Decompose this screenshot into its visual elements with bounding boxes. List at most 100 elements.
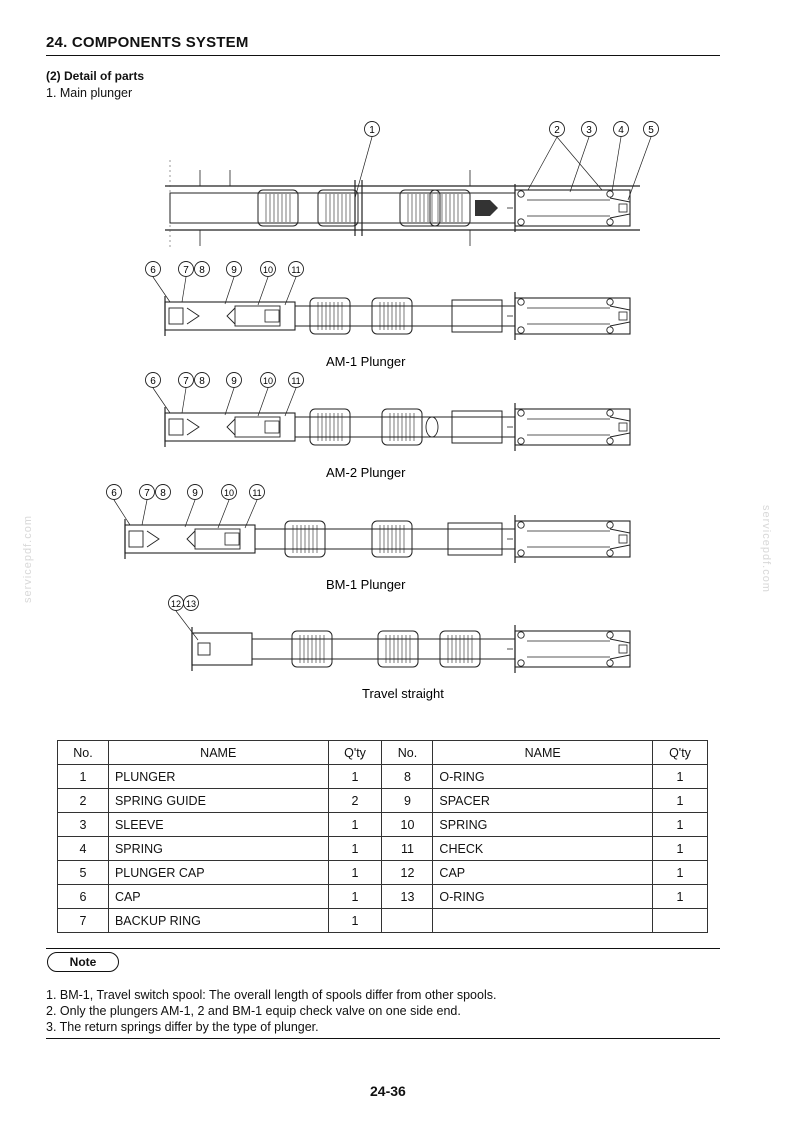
cell-name: CAP <box>107 884 329 909</box>
callout-12: 12 <box>171 599 181 609</box>
cell-name: SLEEVE <box>107 812 329 837</box>
caption-bm1: BM-1 Plunger <box>326 577 406 592</box>
callouts-travel: 12 13 <box>168 595 199 641</box>
callout-3: 3 <box>586 125 592 136</box>
callout-11: 11 <box>291 376 300 386</box>
cell-no: 9 <box>381 788 434 813</box>
note-line-2: 2. Only the plungers AM-1, 2 and BM-1 eq… <box>46 1004 461 1018</box>
cell-name: O-RING <box>432 884 653 909</box>
page-number: 24-36 <box>370 1083 406 1099</box>
callouts-am2: 6 7 8 9 10 11 <box>145 372 304 417</box>
cell-qty: 1 <box>327 860 383 885</box>
callout-9: 9 <box>231 376 237 387</box>
cell-qty: 1 <box>652 812 708 837</box>
parts-table: No. NAME Q'ty No. NAME Q'ty 1 PLUNGER 1 … <box>57 740 708 933</box>
cell-qty: 1 <box>327 884 383 909</box>
table-row: 6 CAP 1 13 O-RING 1 <box>57 884 708 909</box>
cell-name: BACKUP RING <box>107 908 329 933</box>
cell-name: SPACER <box>432 788 653 813</box>
cell-qty: 1 <box>652 884 708 909</box>
subsection-heading: (2) Detail of parts <box>46 69 145 83</box>
cell-no: 10 <box>381 812 434 837</box>
cell-qty: 1 <box>327 908 383 933</box>
callout-10: 10 <box>263 265 273 275</box>
cell-no: 12 <box>381 860 434 885</box>
cell-no: 11 <box>381 836 434 861</box>
table-row: 3 SLEEVE 1 10 SPRING 1 <box>57 812 708 837</box>
caption-travel-straight: Travel straight <box>362 686 444 701</box>
callout-1: 1 <box>369 125 375 136</box>
callout-8: 8 <box>199 265 205 276</box>
caption-am2: AM-2 Plunger <box>326 465 406 480</box>
note-line-3: 3. The return springs differ by the type… <box>46 1020 319 1034</box>
note-badge: Note <box>47 952 119 972</box>
assembly-section-view <box>165 160 640 250</box>
caption-am1: AM-1 Plunger <box>326 354 406 369</box>
cell-qty: 1 <box>652 788 708 813</box>
callouts-bm1: 6 7 8 9 10 11 <box>106 484 265 529</box>
callout-7: 7 <box>183 265 189 276</box>
callout-5: 5 <box>648 125 654 136</box>
note-line-1: 1. BM-1, Travel switch spool: The overal… <box>46 988 497 1002</box>
cell-name: PLUNGER <box>107 764 329 789</box>
item-heading: 1. Main plunger <box>46 86 133 100</box>
cell-no: 1 <box>57 764 109 789</box>
cell-no: 13 <box>381 884 434 909</box>
main-plunger-drawing: 1 2 3 4 5 6 7 8 9 10 11 6 <box>106 121 659 701</box>
cell-no <box>381 908 434 933</box>
bm1-plunger-view <box>124 514 631 564</box>
callout-11: 11 <box>291 265 300 275</box>
cell-name: CHECK <box>432 836 653 861</box>
callout-9: 9 <box>192 488 198 499</box>
cell-name: O-RING <box>432 764 653 789</box>
cell-name: SPRING GUIDE <box>107 788 329 813</box>
header-qty: Q'ty <box>652 740 708 765</box>
cell-qty: 1 <box>327 812 383 837</box>
cell-qty: 2 <box>327 788 383 813</box>
section-title: 24. COMPONENTS SYSTEM <box>46 34 249 51</box>
cell-qty: 1 <box>652 860 708 885</box>
cell-no: 5 <box>57 860 109 885</box>
callout-8: 8 <box>199 376 205 387</box>
callout-4: 4 <box>618 125 624 136</box>
callout-10: 10 <box>224 488 234 498</box>
cell-name: PLUNGER CAP <box>107 860 329 885</box>
cell-qty: 1 <box>652 836 708 861</box>
header-name: NAME <box>107 740 329 765</box>
callout-6: 6 <box>150 265 156 276</box>
table-row: 1 PLUNGER 1 8 O-RING 1 <box>57 764 708 789</box>
title-rule <box>46 55 720 56</box>
cell-name: CAP <box>432 860 653 885</box>
note-rule-bottom <box>46 1038 720 1039</box>
callout-7: 7 <box>144 488 150 499</box>
cell-qty: 1 <box>652 764 708 789</box>
header-no: No. <box>381 740 434 765</box>
cell-name: SPRING <box>432 812 653 837</box>
callouts-top: 1 2 3 4 5 <box>354 121 659 201</box>
cell-no: 8 <box>381 764 434 789</box>
callout-2: 2 <box>554 125 560 136</box>
callout-11: 11 <box>252 488 261 498</box>
table-row: 4 SPRING 1 11 CHECK 1 <box>57 836 708 861</box>
am2-plunger-view <box>164 402 631 452</box>
header-no: No. <box>57 740 109 765</box>
table-row: 2 SPRING GUIDE 2 9 SPACER 1 <box>57 788 708 813</box>
cell-no: 3 <box>57 812 109 837</box>
callout-6: 6 <box>111 488 117 499</box>
callouts-am1: 6 7 8 9 10 11 <box>145 261 304 306</box>
table-header-row: No. NAME Q'ty No. NAME Q'ty <box>57 740 708 765</box>
callout-10: 10 <box>263 376 273 386</box>
header-name: NAME <box>432 740 653 765</box>
cell-no: 4 <box>57 836 109 861</box>
cell-no: 7 <box>57 908 109 933</box>
travel-straight-view <box>191 624 631 674</box>
cell-qty: 1 <box>327 836 383 861</box>
cell-no: 6 <box>57 884 109 909</box>
cell-qty: 1 <box>327 764 383 789</box>
callout-6: 6 <box>150 376 156 387</box>
table-row: 7 BACKUP RING 1 <box>57 908 708 933</box>
cell-name <box>432 908 653 933</box>
note-rule-top <box>46 948 720 949</box>
header-qty: Q'ty <box>327 740 383 765</box>
callout-8: 8 <box>160 488 166 499</box>
